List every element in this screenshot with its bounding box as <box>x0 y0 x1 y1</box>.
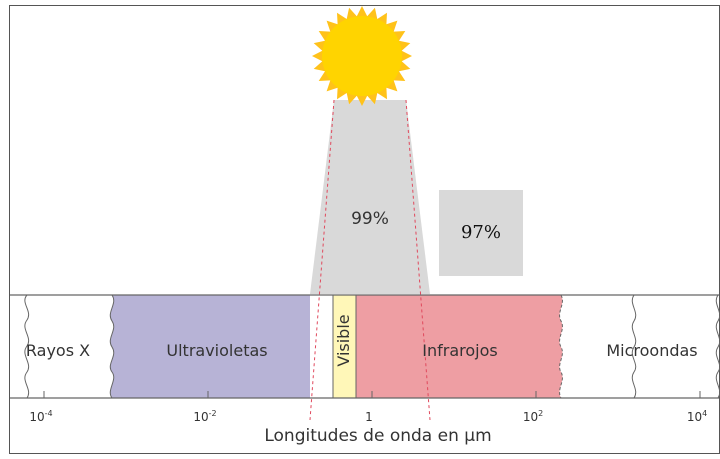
band-label-ultraviolet: Ultravioletas <box>166 341 267 360</box>
sun-icon <box>312 6 412 106</box>
separator-ir-micro <box>559 294 563 399</box>
overlay-box <box>439 190 523 276</box>
separator-micro-right <box>715 294 720 399</box>
sunlight-beam <box>310 100 430 294</box>
separator-xray-uv <box>109 294 115 399</box>
ultraviolet-band <box>110 295 311 398</box>
separator-micro-left <box>631 294 637 399</box>
band-label-microwave: Microondas <box>606 341 697 360</box>
band-label-xray: Rayos X <box>26 341 90 360</box>
axis-label: Longitudes de onda en µm <box>264 426 491 446</box>
separator-xray-left <box>24 294 30 399</box>
band-label-visible: Visible <box>334 314 353 366</box>
band-label-infrared: Infrarojos <box>422 341 497 360</box>
overlay-percentage: 97% <box>461 222 501 243</box>
infrared-band <box>356 295 563 398</box>
visible-band <box>333 295 356 398</box>
sun-disc <box>322 16 402 96</box>
axis-tick-label: 1 <box>365 410 373 424</box>
beam-percentage: 99% <box>351 209 389 229</box>
